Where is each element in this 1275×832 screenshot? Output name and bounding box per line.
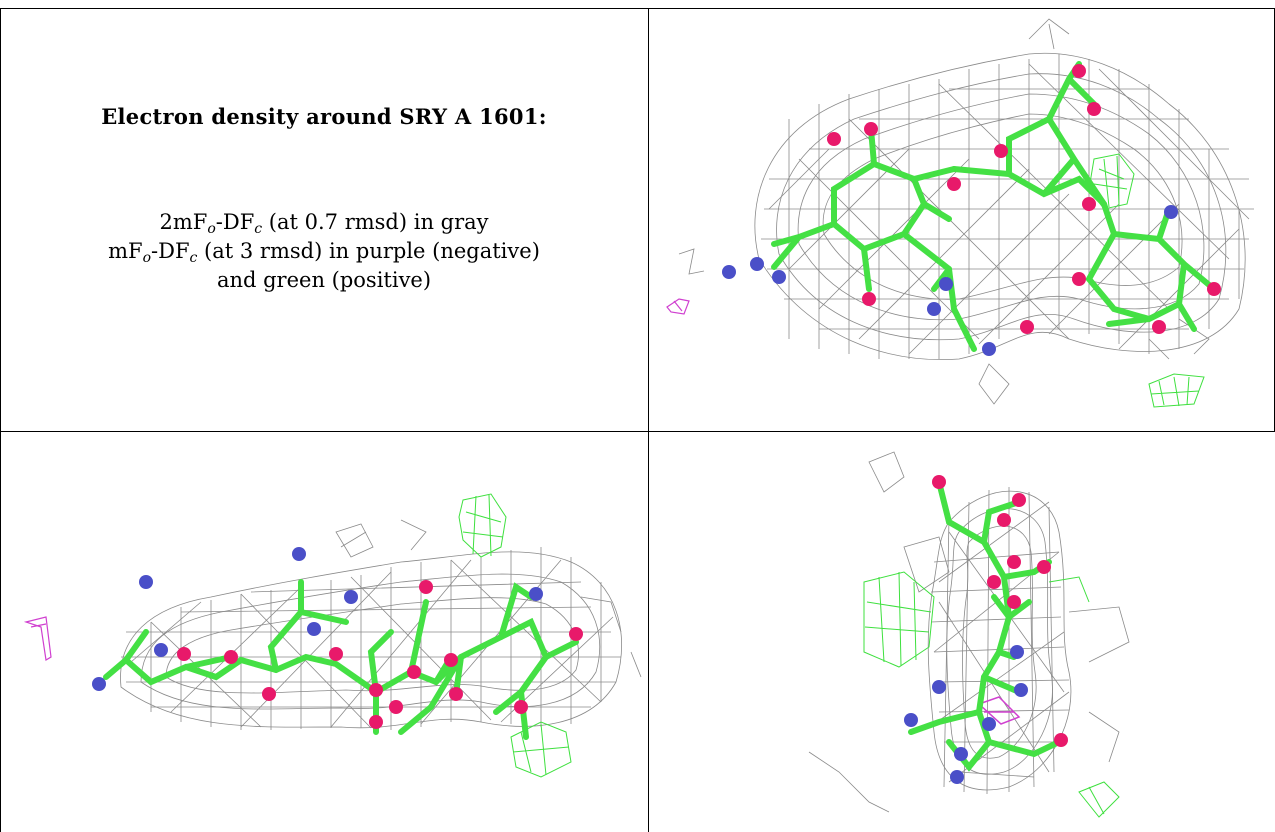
- ligand-bonds: [103, 579, 579, 740]
- table-border-top: [0, 8, 1275, 9]
- positive-density-green: [1088, 153, 1205, 408]
- gray-density-mesh: [120, 519, 642, 730]
- positive-density-green: [458, 493, 572, 778]
- table-border-left: [0, 8, 1, 832]
- figure-title: Electron density around SRY A 1601:: [101, 104, 547, 129]
- ligand-bonds: [908, 479, 1062, 772]
- caption-cell: Electron density around SRY A 1601: 2mFo…: [0, 8, 648, 431]
- oxygen-atoms: [177, 580, 583, 729]
- nitrogen-atoms: [722, 205, 1178, 356]
- legend-line-positive: and green (positive): [216, 268, 432, 292]
- negative-density-purple: [977, 696, 1021, 725]
- oxygen-atoms: [827, 64, 1221, 334]
- negative-density-purple: [23, 616, 52, 661]
- table-border-middle: [0, 431, 1275, 432]
- legend-line-mfo: mFo-DFc (at 3 rmsd) in purple (negative): [108, 239, 540, 266]
- positive-density-green: [863, 571, 1120, 818]
- density-view-side: [1, 432, 648, 832]
- density-view-end: [649, 432, 1275, 832]
- density-view-top: [649, 9, 1274, 431]
- gray-density-mesh: [808, 451, 1130, 813]
- table-border-center: [648, 8, 649, 832]
- legend-line-2mfo: 2mFo-DFc (at 0.7 rmsd) in gray: [159, 210, 489, 237]
- nitrogen-atoms: [92, 547, 543, 691]
- ligand-bonds: [771, 61, 1217, 352]
- negative-density-purple: [666, 298, 690, 315]
- nitrogen-atoms: [904, 645, 1028, 784]
- oxygen-atoms: [932, 475, 1068, 747]
- figure-description: 2mFo-DFc (at 0.7 rmsd) in gray mFo-DFc (…: [0, 208, 648, 295]
